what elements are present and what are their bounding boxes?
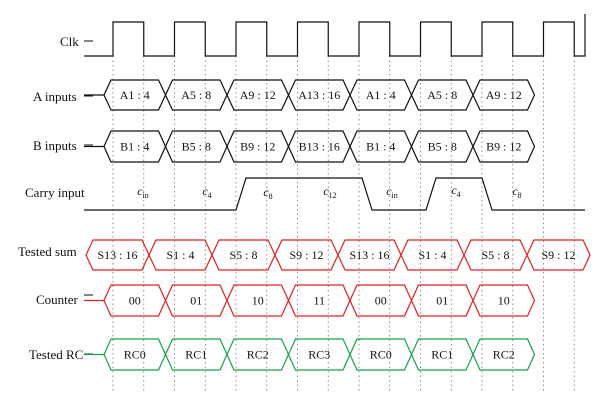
carry-value-main: c (202, 184, 208, 198)
clk-line (84, 14, 586, 57)
a-inputs-value: A5 : 8 (181, 88, 211, 102)
carry-value: c8 (512, 184, 521, 200)
carry-value-sub: in (143, 191, 149, 200)
tested-sum-value: S5 : 8 (481, 248, 509, 262)
a-inputs-value: A5 : 8 (427, 88, 457, 102)
carry-value: c8 (263, 185, 272, 201)
grid-lines (84, 40, 575, 392)
b-inputs-value: B9 : 12 (240, 140, 275, 154)
carry-value-main: c (137, 184, 143, 198)
carry-value-main: c (386, 184, 392, 198)
carry-value: c4 (451, 183, 460, 199)
tested-rc-value: RC1 (185, 348, 207, 362)
tested-rc-value: RC0 (370, 348, 392, 362)
carry-value-sub: in (392, 191, 398, 200)
b-inputs-value: B9 : 12 (486, 140, 521, 154)
b-inputs-value: B5 : 8 (182, 140, 211, 154)
tested-sum-waveform: S13 : 16 S1 : 4 S5 : 8 S9 : 12 S13 : 16 S1 : … (85, 239, 591, 271)
carry-value: c12 (323, 184, 336, 200)
tested-sum-value: S9 : 12 (541, 248, 575, 262)
counter-value: 10 (498, 294, 510, 308)
tested-rc-segment (472, 338, 536, 371)
carry-value: cin (386, 184, 398, 200)
counter-waveform: 00 01 10 11 00 01 10 (84, 284, 536, 317)
tested-sum-value: S1 : 4 (418, 248, 446, 262)
carry-value-sub: 8 (269, 192, 273, 201)
counter-value: 01 (436, 294, 448, 308)
counter-value: 10 (252, 294, 264, 308)
carry-value-main: c (263, 185, 269, 199)
label-b-inputs: B inputs (33, 138, 77, 153)
label-clk: Clk (60, 34, 79, 49)
a-inputs-value: A1 : 4 (366, 88, 396, 102)
carry-value: cin (137, 184, 149, 200)
tested-rc-value: RC1 (431, 348, 453, 362)
counter-value: 00 (129, 294, 141, 308)
label-counter: Counter (36, 292, 79, 307)
a-inputs-segment (472, 79, 536, 111)
a-inputs-value: A9 : 12 (240, 88, 276, 102)
a-inputs-value: A1 : 4 (120, 88, 150, 102)
a-inputs-value: A13 : 16 (298, 88, 340, 102)
a-inputs-value: A9 : 12 (486, 88, 522, 102)
carry-value-main: c (512, 184, 518, 198)
tested-rc-value: RC2 (247, 348, 269, 362)
tested-sum-value: S1 : 4 (166, 248, 194, 262)
tested-sum-value: S9 : 12 (289, 248, 323, 262)
tested-rc-value: RC0 (124, 348, 146, 362)
tested-rc-value: RC3 (308, 348, 330, 362)
tested-rc-value: RC2 (493, 348, 515, 362)
label-a-inputs: A inputs (33, 89, 77, 104)
counter-value: 01 (190, 294, 202, 308)
carry-value-main: c (451, 183, 457, 197)
b-inputs-value: B1 : 4 (120, 140, 149, 154)
b-inputs-waveform: B1 : 4 B5 : 8 B9 : 12 B13 : 16 B1 : 4 B5 : 8 B… (84, 130, 536, 163)
carry-value: c4 (202, 184, 211, 200)
carry-value-sub: 8 (518, 191, 522, 200)
label-tested-sum: Tested sum (18, 244, 77, 259)
carry-value-sub: 4 (208, 191, 212, 200)
tested-sum-value: S13 : 16 (97, 248, 137, 262)
carry-value-main: c (323, 184, 329, 198)
carry-line (84, 177, 585, 211)
counter-value: 11 (313, 294, 325, 308)
label-tested-rc: Tested RC (29, 347, 83, 362)
a-inputs-waveform: A1 : 4 A5 : 8 A9 : 12 A13 : 16 A1 : 4 A5 : 8 A… (84, 79, 536, 111)
counter-segment (472, 284, 536, 317)
label-carry-input: Carry input (25, 185, 85, 200)
b-inputs-value: B13 : 16 (299, 140, 340, 154)
tested-rc-waveform: RC0 RC1 RC2 RC3 RC0 RC1 RC2 (84, 338, 536, 371)
carry-value-sub: 12 (329, 191, 337, 200)
tested-sum-segment (526, 239, 591, 271)
counter-value: 00 (375, 294, 387, 308)
tested-sum-value: S5 : 8 (229, 248, 257, 262)
b-inputs-value: B1 : 4 (366, 140, 395, 154)
tested-sum-value: S13 : 16 (349, 248, 389, 262)
b-inputs-segment (472, 130, 536, 163)
carry-value-sub: 4 (457, 190, 461, 199)
clk-waveform (84, 14, 586, 57)
b-inputs-value: B5 : 8 (428, 140, 457, 154)
